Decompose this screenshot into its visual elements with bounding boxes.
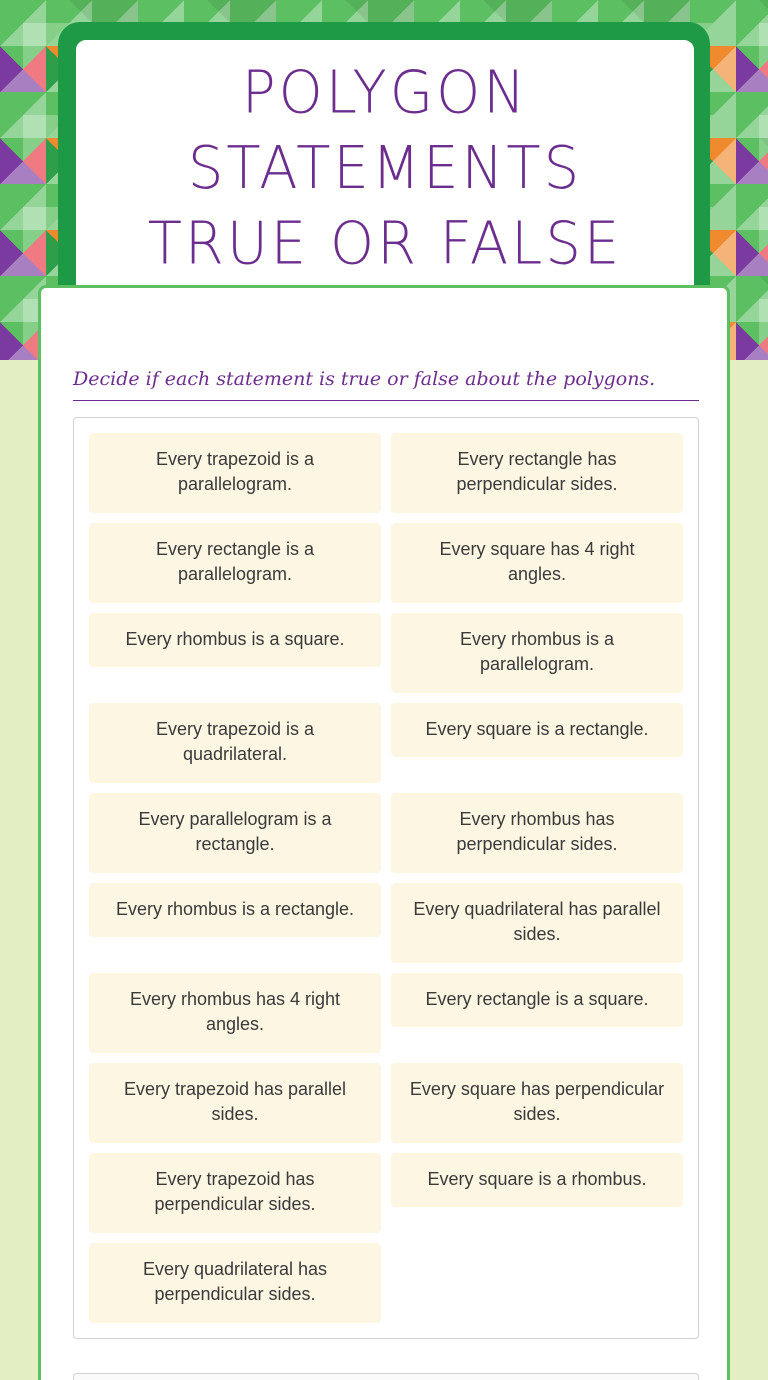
statement-card[interactable]: Every square has perpendicular sides. xyxy=(391,1063,683,1143)
statement-card[interactable]: Every trapezoid has parallel sides. xyxy=(89,1063,381,1143)
instructions-text: Decide if each statement is true or fals… xyxy=(73,368,699,401)
statement-card[interactable]: Every square is a rectangle. xyxy=(391,703,683,757)
statement-card[interactable]: Every trapezoid is a quadrilateral. xyxy=(89,703,381,783)
statement-card[interactable]: Every rhombus is a parallelogram. xyxy=(391,613,683,693)
statement-card[interactable]: Every rectangle is a square. xyxy=(391,973,683,1027)
statement-card[interactable]: Every trapezoid has perpendicular sides. xyxy=(89,1153,381,1233)
statement-card[interactable]: Every rhombus is a square. xyxy=(89,613,381,667)
statement-card[interactable]: Every rhombus has 4 right angles. xyxy=(89,973,381,1053)
statement-card[interactable]: Every rhombus is a rectangle. xyxy=(89,883,381,937)
worksheet-card: Decide if each statement is true or fals… xyxy=(38,285,730,1380)
statement-card[interactable]: Every quadrilateral has perpendicular si… xyxy=(89,1243,381,1323)
drop-zone-panel[interactable] xyxy=(73,1373,699,1380)
statement-card[interactable]: Every quadrilateral has parallel sides. xyxy=(391,883,683,963)
statement-card[interactable]: Every square has 4 right angles. xyxy=(391,523,683,603)
page-title: POLYGON STATEMENTS TRUE OR FALSE xyxy=(147,58,623,279)
statement-card[interactable]: Every trapezoid is a parallelogram. xyxy=(89,433,381,513)
statement-card[interactable]: Every rectangle is a parallelogram. xyxy=(89,523,381,603)
statement-card[interactable]: Every rectangle has perpendicular sides. xyxy=(391,433,683,513)
statement-card[interactable]: Every parallelogram is a rectangle. xyxy=(89,793,381,873)
header-card: POLYGON STATEMENTS TRUE OR FALSE xyxy=(74,38,696,300)
statement-card[interactable]: Every square is a rhombus. xyxy=(391,1153,683,1207)
statement-card[interactable]: Every rhombus has perpendicular sides. xyxy=(391,793,683,873)
statement-cards-panel: Every trapezoid is a parallelogram. Ever… xyxy=(73,417,699,1339)
